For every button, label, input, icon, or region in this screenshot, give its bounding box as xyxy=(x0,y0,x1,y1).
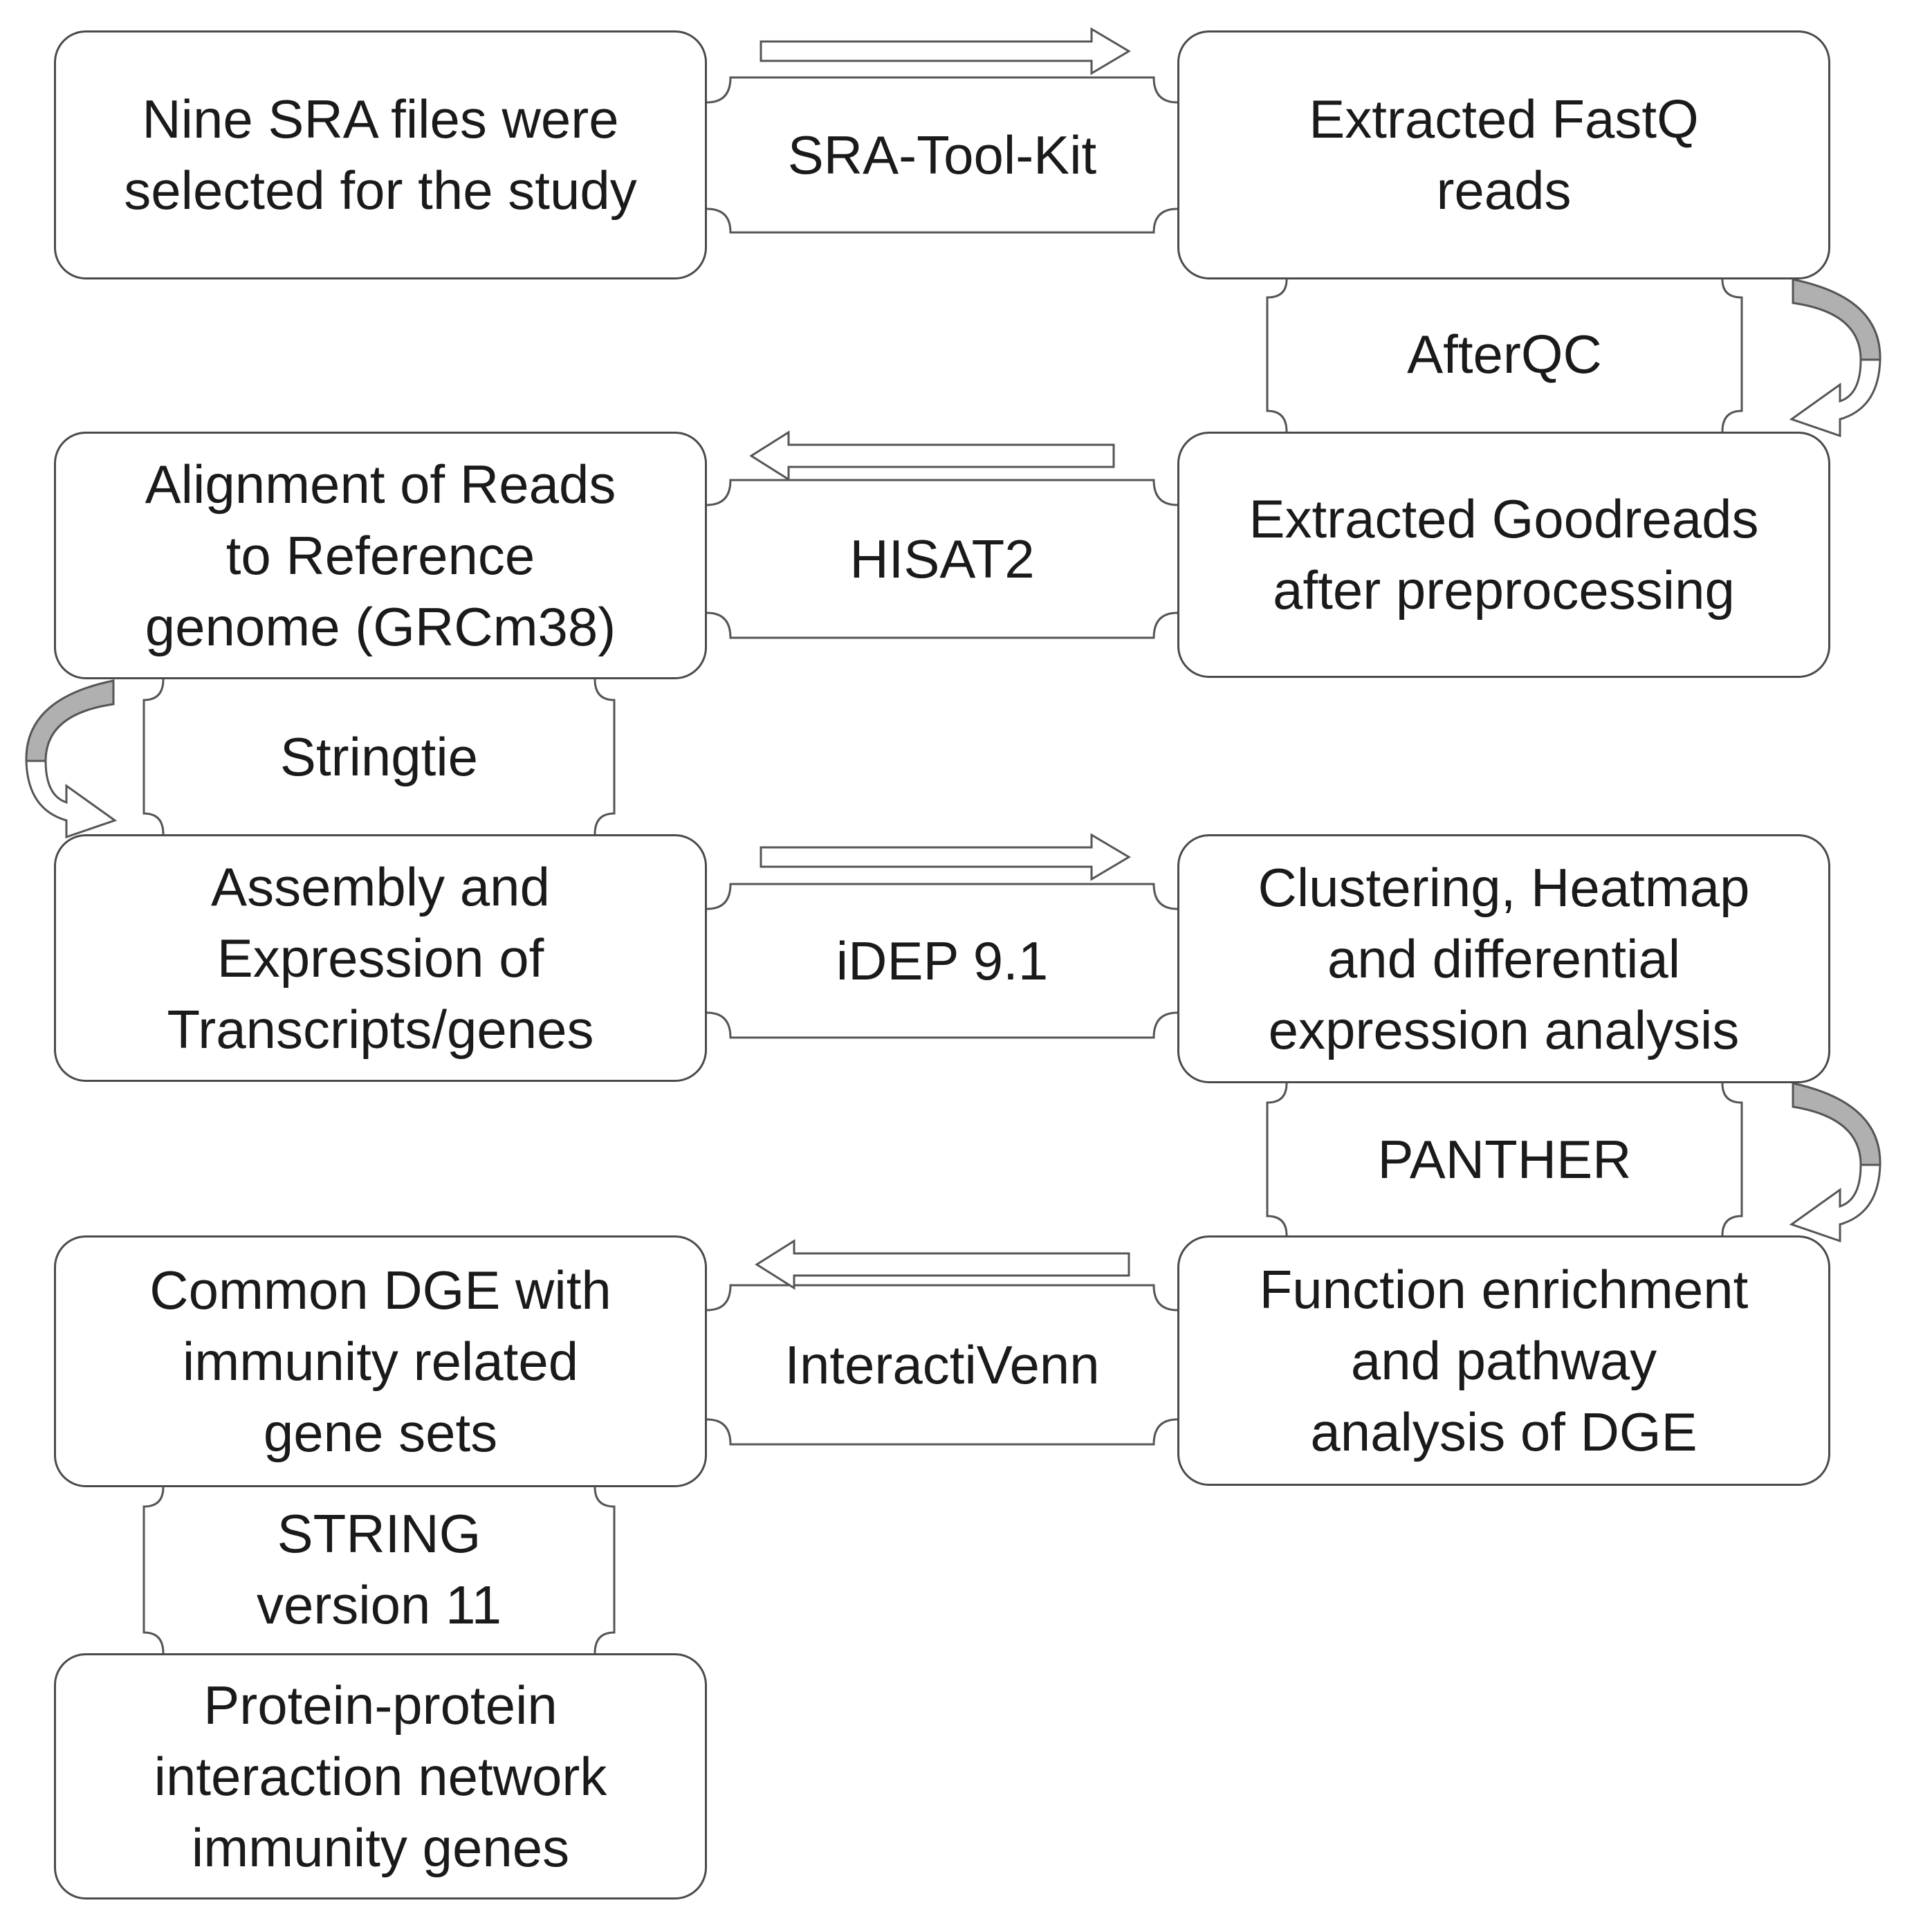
arrow-right-icon xyxy=(760,833,1131,881)
tool-afterqc: AfterQC xyxy=(1407,323,1602,385)
curved-arrow-icon xyxy=(1789,1163,1881,1243)
curved-arrow-icon xyxy=(1792,278,1881,361)
step-clustering: Clustering, Heatmap and differential exp… xyxy=(1177,834,1830,1083)
connector-idep-bottom xyxy=(706,1011,1178,1039)
arrow-left-icon xyxy=(755,1239,1130,1290)
tool-idep: iDEP 9.1 xyxy=(836,930,1049,991)
connector-afterqc xyxy=(1266,279,1288,432)
tool-interactivenn: InteractiVenn xyxy=(784,1334,1100,1395)
step-alignment: Alignment of Reads to Reference genome (… xyxy=(54,432,707,679)
connector-panther-right xyxy=(1721,1083,1743,1236)
step-sra-files: Nine SRA files were selected for the stu… xyxy=(54,30,707,279)
step-common-dge: Common DGE with immunity related gene se… xyxy=(54,1235,707,1487)
step-assembly: Assembly and Expression of Transcripts/g… xyxy=(54,834,707,1082)
step-goodreads-text: Extracted Goodreads after preprocessing xyxy=(1249,488,1759,620)
connector-panther xyxy=(1266,1083,1288,1236)
tool-panther: PANTHER xyxy=(1377,1128,1632,1190)
step-ppi-network: Protein-protein interaction network immu… xyxy=(54,1653,707,1899)
connector-sra-toolkit xyxy=(706,76,1178,104)
curved-arrow-icon xyxy=(1792,1082,1881,1166)
step-enrichment: Function enrichment and pathway analysis… xyxy=(1177,1235,1830,1486)
arrow-left-icon xyxy=(749,430,1115,481)
step-clustering-text: Clustering, Heatmap and differential exp… xyxy=(1258,856,1750,1060)
connector-interactivenn xyxy=(706,1284,1178,1312)
curved-arrow-icon xyxy=(25,679,115,762)
connector-sra-toolkit-bottom xyxy=(706,208,1178,234)
step-goodreads: Extracted Goodreads after preprocessing xyxy=(1177,432,1830,678)
step-alignment-text: Alignment of Reads to Reference genome (… xyxy=(145,453,616,657)
connector-interactivenn-bottom xyxy=(706,1418,1178,1446)
connector-string xyxy=(142,1487,165,1654)
tool-hisat2: HISAT2 xyxy=(849,528,1035,589)
step-assembly-text: Assembly and Expression of Transcripts/g… xyxy=(167,856,594,1060)
connector-idep xyxy=(706,883,1178,910)
step-ppi-network-text: Protein-protein interaction network immu… xyxy=(154,1674,607,1878)
connector-string-right xyxy=(593,1487,616,1654)
connector-stringtie xyxy=(142,679,165,835)
connector-afterqc-right xyxy=(1721,279,1743,432)
tool-stringtie: Stringtie xyxy=(279,726,479,787)
step-common-dge-text: Common DGE with immunity related gene se… xyxy=(149,1259,611,1463)
curved-arrow-icon xyxy=(1789,358,1881,438)
arrow-right-icon xyxy=(760,27,1131,75)
tool-string: STRING version 11 xyxy=(256,1503,502,1635)
step-sra-files-text: Nine SRA files were selected for the stu… xyxy=(124,89,637,221)
connector-hisat2-bottom xyxy=(706,611,1178,639)
step-fastq-reads: Extracted FastQ reads xyxy=(1177,30,1830,279)
connector-hisat2 xyxy=(706,479,1178,506)
curved-arrow-icon xyxy=(25,760,118,839)
connector-stringtie-right xyxy=(593,679,616,835)
tool-sra-toolkit: SRA-Tool-Kit xyxy=(787,124,1097,185)
step-fastq-reads-text: Extracted FastQ reads xyxy=(1309,89,1699,221)
step-enrichment-text: Function enrichment and pathway analysis… xyxy=(1259,1258,1749,1462)
